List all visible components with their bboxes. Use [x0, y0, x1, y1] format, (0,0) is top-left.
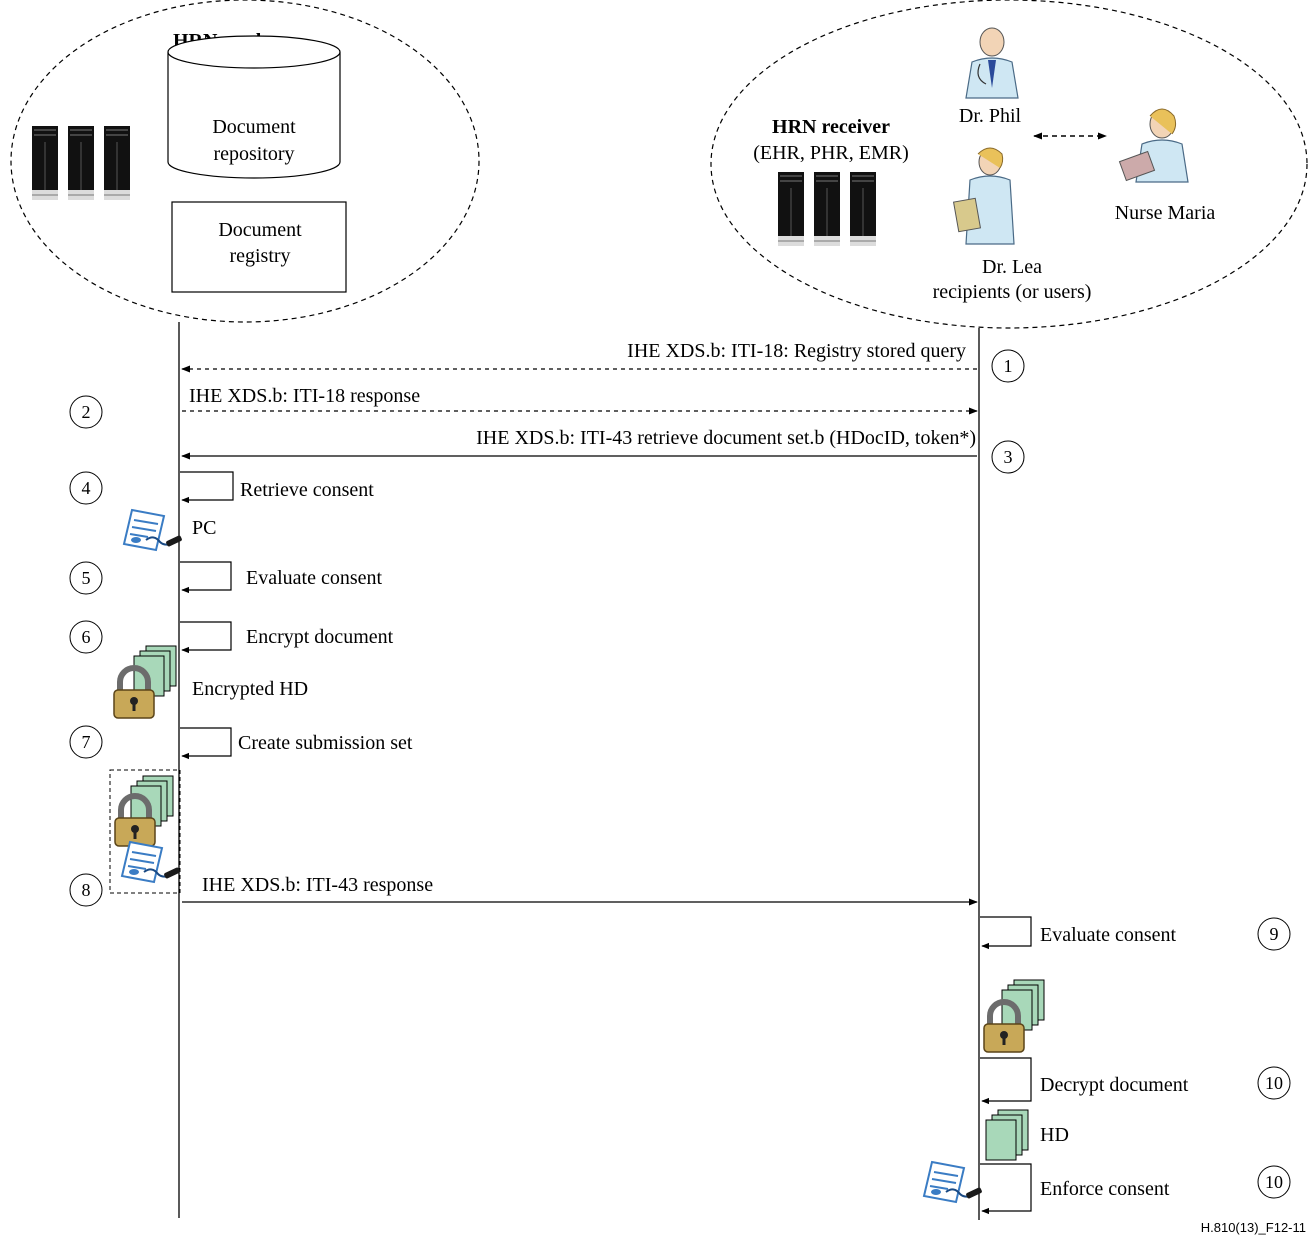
step-marker-7 — [69, 725, 103, 759]
step-marker-2 — [69, 395, 103, 429]
receiver-title: HRN receiver — [772, 116, 890, 138]
step-number-8: 8 — [82, 880, 91, 900]
step-number-7: 7 — [82, 732, 91, 752]
submission-consent-icon — [121, 841, 182, 883]
step-marker-5 — [69, 561, 103, 595]
self-retrieve-consent — [180, 471, 234, 504]
step-number-10b: 10 — [1265, 1172, 1283, 1192]
receiver-consent-icon — [923, 1161, 984, 1203]
create-submission-set-label: Create submission set — [238, 732, 413, 754]
msg-iti18-query-label: IHE XDS.b: ITI-18: Registry stored query — [627, 340, 966, 362]
self-encrypt-document — [180, 621, 232, 654]
step-number-9: 9 — [1270, 924, 1279, 944]
sender-boundary — [10, 0, 480, 323]
step-marker-8 — [69, 873, 103, 907]
self-create-submission-set — [180, 727, 232, 760]
step-number-6: 6 — [82, 627, 91, 647]
step-marker-1 — [991, 349, 1025, 383]
hd-document-icon — [985, 1109, 1029, 1161]
step-marker-4 — [69, 471, 103, 505]
step-marker-10b — [1257, 1165, 1291, 1199]
step-marker-10a — [1257, 1066, 1291, 1100]
self-evaluate-consent-receiver — [980, 916, 1032, 950]
decrypt-document-label: Decrypt document — [1040, 1074, 1189, 1096]
encrypted-hd-label: Encrypted HD — [192, 678, 308, 700]
receiver-encrypted-icon — [984, 979, 1045, 1052]
step-marker-9 — [1257, 917, 1291, 951]
step-marker-6 — [69, 620, 103, 654]
step-number-4: 4 — [82, 478, 91, 498]
nurse-maria-label: Nurse Maria — [1115, 202, 1216, 224]
registry-label-2: registry — [229, 245, 290, 267]
document-registry: Document registry — [171, 201, 347, 293]
receiver-evaluate-consent-label: Evaluate consent — [1040, 924, 1176, 946]
dr-phil-figure — [965, 27, 1019, 99]
nurse-maria-figure — [1118, 108, 1189, 183]
repository-label-2: repository — [213, 143, 294, 165]
encrypt-document-label: Encrypt document — [246, 626, 394, 648]
figure-id: H.810(13)_F12-11 — [1201, 1220, 1306, 1235]
step-number-10a: 10 — [1265, 1073, 1283, 1093]
msg-iti18-response-label: IHE XDS.b: ITI-18 response — [189, 385, 420, 407]
repository-label-1: Document — [212, 116, 296, 138]
pc-label: PC — [192, 517, 216, 539]
submission-encrypted-icon — [115, 775, 174, 846]
dr-phil-label: Dr. Phil — [959, 105, 1022, 127]
receiver-subtitle: (EHR, PHR, EMR) — [753, 142, 909, 164]
self-decrypt-document — [980, 1057, 1032, 1105]
submission-set-box — [109, 769, 181, 894]
registry-label-1: Document — [218, 219, 302, 241]
self-enforce-consent — [980, 1163, 1032, 1215]
dr-lea-label: Dr. Lea — [982, 256, 1042, 278]
receiver-server-icon — [778, 172, 876, 246]
dr-lea-figure — [952, 147, 1015, 245]
retrieve-consent-label: Retrieve consent — [240, 479, 374, 501]
receiver-boundary — [710, 0, 1308, 329]
self-evaluate-consent — [180, 561, 232, 594]
msg-iti43-response-label: IHE XDS.b: ITI-43 response — [202, 874, 433, 896]
step-marker-3 — [991, 440, 1025, 474]
step-number-5: 5 — [82, 568, 91, 588]
step-number-1: 1 — [1004, 356, 1013, 376]
document-repository: Document repository — [167, 35, 341, 179]
encrypted-doc-icon — [114, 645, 177, 718]
sender-server-icon — [32, 126, 130, 200]
enforce-consent-label: Enforce consent — [1040, 1178, 1170, 1200]
step-number-3: 3 — [1004, 447, 1013, 467]
recipients-label: recipients (or users) — [933, 281, 1092, 303]
step-number-2: 2 — [82, 402, 91, 422]
evaluate-consent-label: Evaluate consent — [246, 567, 382, 589]
msg-iti43-retrieve-label: IHE XDS.b: ITI-43 retrieve document set.… — [476, 427, 976, 449]
hd-label: HD — [1040, 1124, 1069, 1146]
patient-consent-icon — [123, 509, 184, 551]
